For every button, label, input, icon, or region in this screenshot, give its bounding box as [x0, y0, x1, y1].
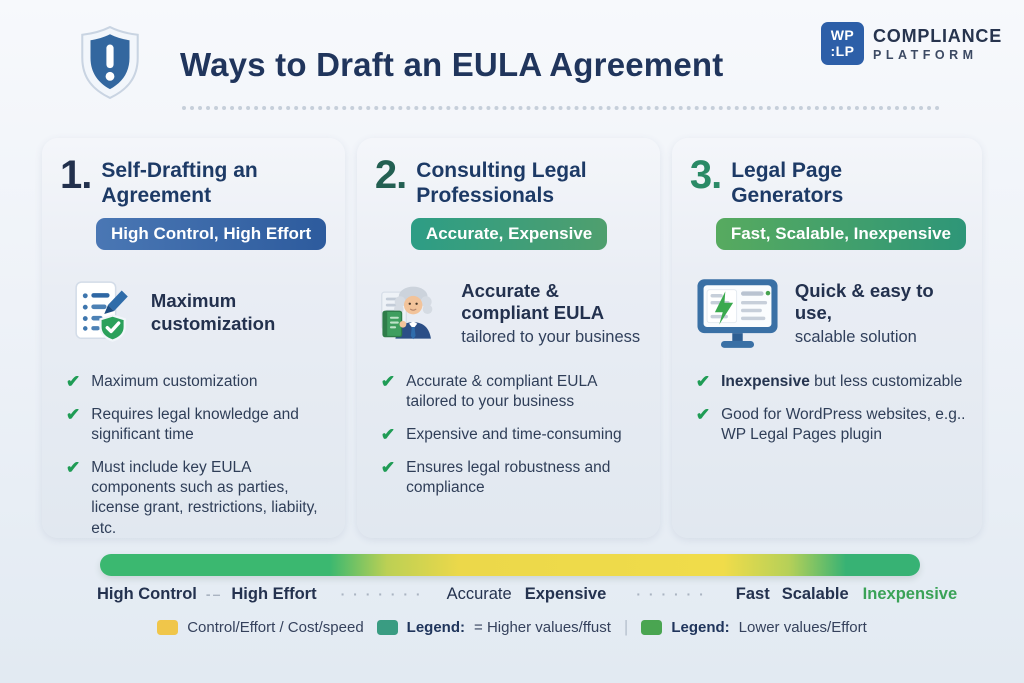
legend-text: Control/Effort / Cost/speed	[187, 618, 364, 636]
legend-text: Lower values/Effort	[738, 618, 867, 636]
check-icon: ✔	[380, 424, 396, 444]
card-feature: Quick & easy to use, scalable solution	[694, 264, 966, 364]
legend-row: Control/Effort / Cost/speed Legend: = Hi…	[0, 617, 1024, 637]
comparison-gradient-bar	[100, 554, 920, 576]
logo-name: COMPLIANCE PLATFORM	[873, 26, 1002, 62]
bullet-list: ✔ Accurate & compliant EULA tailored to …	[381, 372, 644, 499]
teal-swatch-icon	[376, 619, 398, 635]
list-item: ✔ Requires legal knowledge and significa…	[66, 405, 329, 445]
legend-item-teal: Legend: = Higher values/ffust	[376, 618, 611, 636]
legend-item-green: Legend: Lower values/Effort	[641, 618, 867, 636]
green-swatch-icon	[641, 619, 663, 635]
card-number: 3.	[689, 153, 722, 197]
legend-label: Legend:	[406, 618, 466, 636]
check-icon: ✔	[695, 404, 711, 424]
legend-item-yellow: Control/Effort / Cost/speed	[157, 618, 364, 636]
logo-name-line1: COMPLIANCE	[873, 25, 1002, 46]
check-icon: ✔	[380, 371, 396, 391]
card-title: Consulting Legal Professionals	[416, 159, 587, 207]
check-icon: ✔	[695, 371, 711, 391]
scale-label-fast: Fast	[735, 585, 770, 603]
page-title: Ways to Draft an EULA Agreement	[180, 46, 724, 83]
yellow-swatch-icon	[157, 619, 179, 635]
list-item: ✔ Must include key EULA components such …	[66, 458, 329, 539]
list-item: ✔ Ensures legal robustness and complianc…	[381, 458, 644, 498]
card-number: 2.	[374, 153, 407, 197]
legend-label: Legend:	[671, 618, 730, 636]
check-icon: ✔	[66, 404, 81, 424]
list-item: ✔ Accurate & compliant EULA tailored to …	[381, 372, 644, 412]
feature-headline: Accurate & compliant EULA	[461, 279, 605, 324]
scale-label-scalable: Scalable	[781, 585, 849, 603]
card-head: 2. Consulting Legal Professionals	[374, 153, 644, 209]
card-title: Legal Page Generators	[731, 159, 844, 207]
card-consulting-legal: 2. Consulting Legal Professionals Accura…	[356, 138, 660, 538]
bullet-bold: Inexpensive	[721, 372, 810, 390]
check-icon: ✔	[380, 458, 396, 478]
scale-labels-row: High Control -– High Effort · · · · · · …	[97, 585, 957, 604]
scale-label-high-effort: High Effort	[231, 585, 317, 603]
feature-subline: tailored to your business	[461, 327, 641, 346]
lawyer-icon	[380, 286, 433, 339]
list-item: ✔ Expensive and time-consuming	[381, 425, 644, 445]
feature-text: Quick & easy to use, scalable solution	[795, 280, 966, 348]
scale-label-inexpensive: Inexpensive	[862, 585, 958, 603]
monitor-lightning-icon	[697, 278, 778, 348]
options-row: 1. Self-Drafting an Agreement High Contr…	[42, 138, 983, 538]
bullet-text: Accurate & compliant EULA tailored to yo…	[406, 372, 597, 410]
logo-mark-bottom: :LP	[830, 42, 855, 59]
wplp-logo-icon: WP :LP	[821, 22, 864, 65]
logo-name-line2: PLATFORM	[873, 47, 978, 62]
feature-subline: scalable solution	[794, 327, 917, 346]
list-item: ✔ Maximum customization	[66, 372, 329, 392]
bullet-text: Must include key EULA components such as…	[91, 459, 318, 537]
card-feature: Accurate & compliant EULA tailored to yo…	[379, 264, 644, 364]
scale-label-high-control: High Control	[97, 585, 197, 603]
card-number: 1.	[60, 153, 92, 197]
bullet-list: ✔ Inexpensive but less customizable ✔ Go…	[696, 372, 966, 446]
scale-label-expensive: Expensive	[524, 585, 607, 603]
feature-headline: Quick & easy to use,	[794, 279, 934, 324]
scale-label-accurate: Accurate	[446, 585, 512, 603]
check-icon: ✔	[66, 458, 81, 478]
feature-headline: Maximum customization	[150, 289, 276, 334]
check-icon: ✔	[66, 371, 81, 391]
bullet-text: Maximum customization	[91, 372, 258, 390]
dash-separator: -–	[205, 586, 223, 602]
title-dotted-divider	[182, 106, 940, 110]
bullet-text: Expensive and time-consuming	[406, 425, 622, 443]
list-item: ✔ Inexpensive but less customizable	[696, 372, 966, 392]
bullet-list: ✔ Maximum customization ✔ Requires legal…	[66, 372, 329, 539]
header: Ways to Draft an EULA Agreement WP :LP C…	[42, 22, 1004, 126]
document-pencil-check-icon	[75, 280, 128, 342]
legend-separator: |	[623, 617, 629, 636]
card-title: Self-Drafting an Agreement	[101, 159, 258, 207]
feature-text: Accurate & compliant EULA tailored to yo…	[461, 280, 644, 348]
card-self-drafting: 1. Self-Drafting an Agreement High Contr…	[42, 138, 345, 538]
brand-logo: WP :LP COMPLIANCE PLATFORM	[821, 22, 1002, 65]
feature-text: Maximum customization	[151, 290, 329, 337]
dots-separator: · · · · · ·	[636, 586, 706, 602]
shield-alert-icon	[75, 24, 145, 107]
card-badge: Accurate, Expensive	[410, 217, 608, 250]
list-item: ✔ Good for WordPress websites, e.g.. WP …	[696, 405, 966, 445]
card-legal-page-generators: 3. Legal Page Generators Fast, Scalable,…	[671, 138, 983, 538]
bullet-text: Ensures legal robustness and compliance	[406, 459, 611, 497]
logo-mark-top: WP	[830, 27, 855, 44]
card-head: 1. Self-Drafting an Agreement	[60, 153, 329, 209]
card-feature: Maximum customization	[64, 264, 329, 364]
bullet-text: Good for WordPress websites, e.g.. WP Le…	[721, 405, 966, 444]
legend-text: = Higher values/ffust	[474, 618, 611, 636]
bullet-text: but less customizable	[809, 372, 963, 390]
card-badge: High Control, High Effort	[96, 217, 327, 250]
card-badge: Fast, Scalable, Inexpensive	[715, 217, 967, 250]
bullet-text: Requires legal knowledge and significant…	[91, 405, 299, 444]
dots-separator: · · · · · · ·	[340, 586, 423, 602]
card-head: 3. Legal Page Generators	[689, 153, 966, 209]
